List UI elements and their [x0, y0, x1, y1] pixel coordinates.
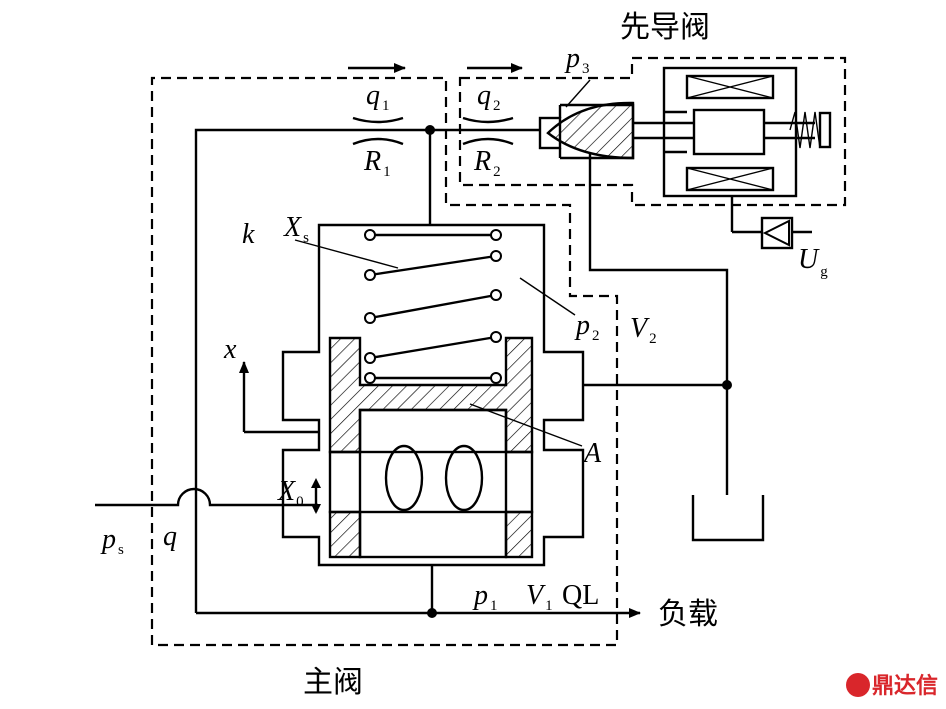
main-valve-title: 主阀	[303, 665, 363, 700]
main-spool-body	[328, 408, 534, 559]
main-valve-spring	[364, 229, 502, 384]
solenoid	[633, 66, 815, 198]
main-valve-body	[281, 223, 585, 567]
solenoid-spring	[789, 111, 832, 149]
x-label: x	[223, 334, 237, 365]
amplifier-symbol	[730, 196, 812, 250]
pilot-valve-boundary	[458, 56, 847, 207]
orifice-R2	[462, 116, 514, 146]
A-label: A	[582, 438, 602, 469]
X0-dimension-arrow	[311, 478, 321, 514]
supply-line	[95, 487, 318, 507]
watermark-logo-icon	[846, 673, 870, 697]
QL-label: QL	[562, 580, 599, 611]
watermark: 鼎达信	[846, 673, 938, 699]
displacement-x-arrow	[239, 361, 319, 434]
pilot-feed-line	[194, 128, 540, 613]
X0-label: X0	[277, 476, 304, 510]
load-label: 负载	[658, 597, 718, 632]
orifice-R1	[352, 116, 404, 146]
pilot-valve-title: 先导阀	[620, 10, 710, 45]
main-valve-boundary	[150, 76, 619, 647]
k-label: k	[242, 219, 255, 250]
tank	[691, 495, 765, 542]
pilot-chamber	[560, 103, 635, 160]
svg-text:鼎达信: 鼎达信	[872, 673, 938, 699]
spool-ports	[384, 444, 484, 512]
tank-return-line	[583, 152, 729, 495]
leader-lines	[294, 79, 591, 447]
q-label: q	[163, 521, 177, 552]
junction-dots	[425, 125, 732, 618]
